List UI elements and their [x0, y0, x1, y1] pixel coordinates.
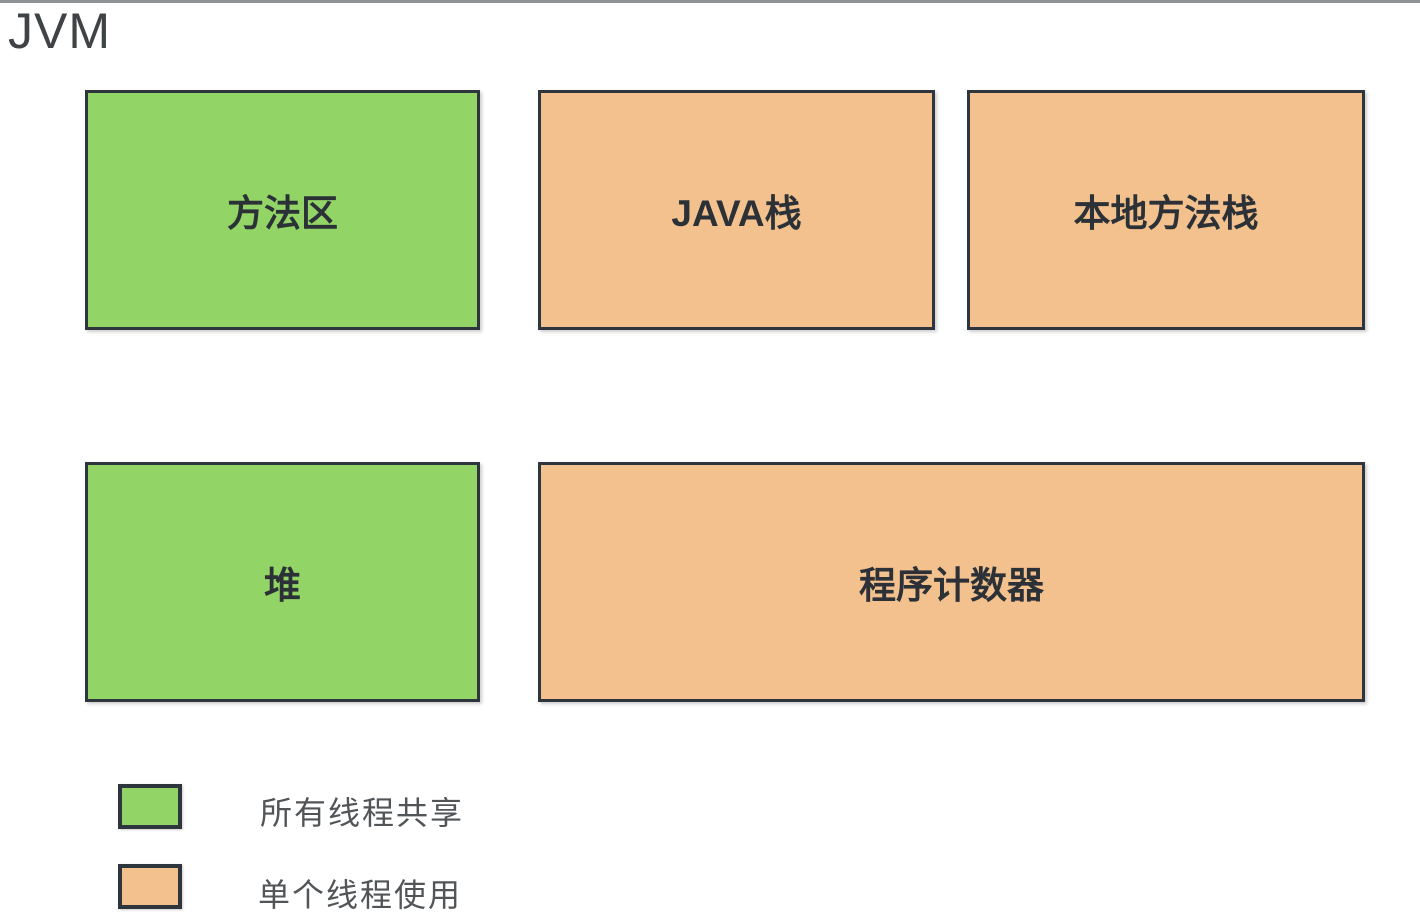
box-method-area-label: 方法区	[227, 193, 338, 234]
legend-swatch-shared	[118, 784, 182, 829]
diagram-title: JVM	[8, 3, 111, 59]
top-divider	[0, 0, 1420, 3]
box-java-stack-label: JAVA栈	[671, 193, 802, 234]
box-native-method-stack: 本地方法栈	[967, 90, 1365, 330]
box-heap: 堆	[85, 462, 480, 702]
box-native-method-stack-label: 本地方法栈	[1073, 193, 1259, 234]
box-method-area: 方法区	[85, 90, 480, 330]
box-program-counter-label: 程序计数器	[859, 565, 1044, 606]
box-program-counter: 程序计数器	[538, 462, 1365, 702]
legend-label-shared: 所有线程共享	[260, 795, 465, 831]
legend-swatch-thread	[118, 864, 182, 909]
legend-label-thread: 单个线程使用	[258, 877, 463, 913]
box-java-stack: JAVA栈	[538, 90, 935, 330]
box-heap-label: 堆	[264, 565, 301, 606]
